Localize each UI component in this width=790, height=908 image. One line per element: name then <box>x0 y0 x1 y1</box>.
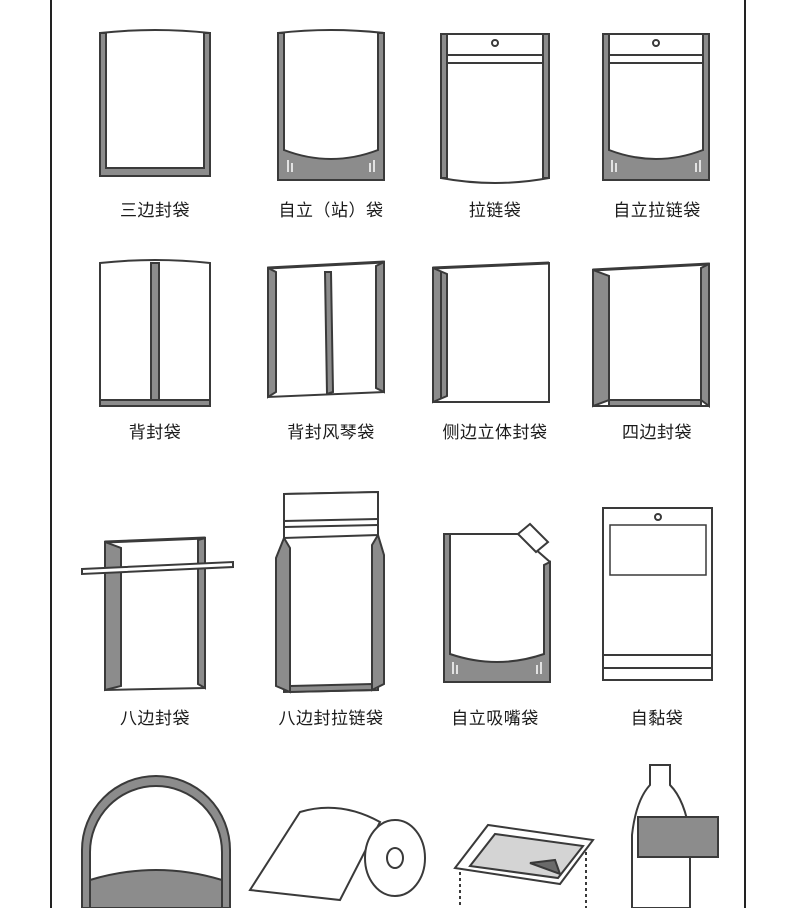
four-side-seal-bag-icon <box>592 262 710 408</box>
round-stand-up-pouch-icon <box>81 775 231 908</box>
bag-label-zipper-bag: 拉链袋 <box>468 201 522 221</box>
bag-label-four-side-seal: 四边封袋 <box>622 423 692 443</box>
bag-label-eight-side-seal: 八边封袋 <box>120 709 190 729</box>
bag-label-back-seal-gusset: 背封风琴袋 <box>287 423 375 443</box>
content-frame <box>50 0 746 908</box>
eight-side-seal-zipper-bag-icon <box>275 490 385 694</box>
tray-lid-film-icon <box>453 823 595 908</box>
eight-side-seal-bag-icon <box>81 536 234 692</box>
three-side-seal-bag-icon <box>99 29 211 177</box>
bottle-shrink-sleeve-icon <box>631 764 719 908</box>
bag-label-three-side-seal: 三边封袋 <box>120 201 190 221</box>
bag-label-spout-pouch: 自立吸嘴袋 <box>451 709 539 729</box>
back-seal-gusset-bag-icon <box>267 260 385 399</box>
back-seal-bag-icon <box>99 259 211 407</box>
bag-label-back-seal: 背封袋 <box>128 423 182 443</box>
bag-label-stand-up-pouch: 自立（站）袋 <box>278 201 384 221</box>
spout-pouch-icon <box>443 522 551 683</box>
self-adhesive-bag-icon <box>602 507 713 681</box>
stand-up-pouch-icon <box>277 29 385 181</box>
bag-label-side-gusset: 侧边立体封袋 <box>442 423 548 443</box>
bag-label-stand-up-zipper: 自立拉链袋 <box>613 201 701 221</box>
film-roll-icon <box>248 806 426 902</box>
bag-label-eight-side-zipper: 八边封拉链袋 <box>278 709 384 729</box>
zipper-bag-icon <box>440 33 550 184</box>
stand-up-zipper-pouch-icon <box>602 33 710 181</box>
side-gusset-bag-icon <box>432 261 550 404</box>
bag-label-self-adhesive: 自黏袋 <box>630 709 684 729</box>
